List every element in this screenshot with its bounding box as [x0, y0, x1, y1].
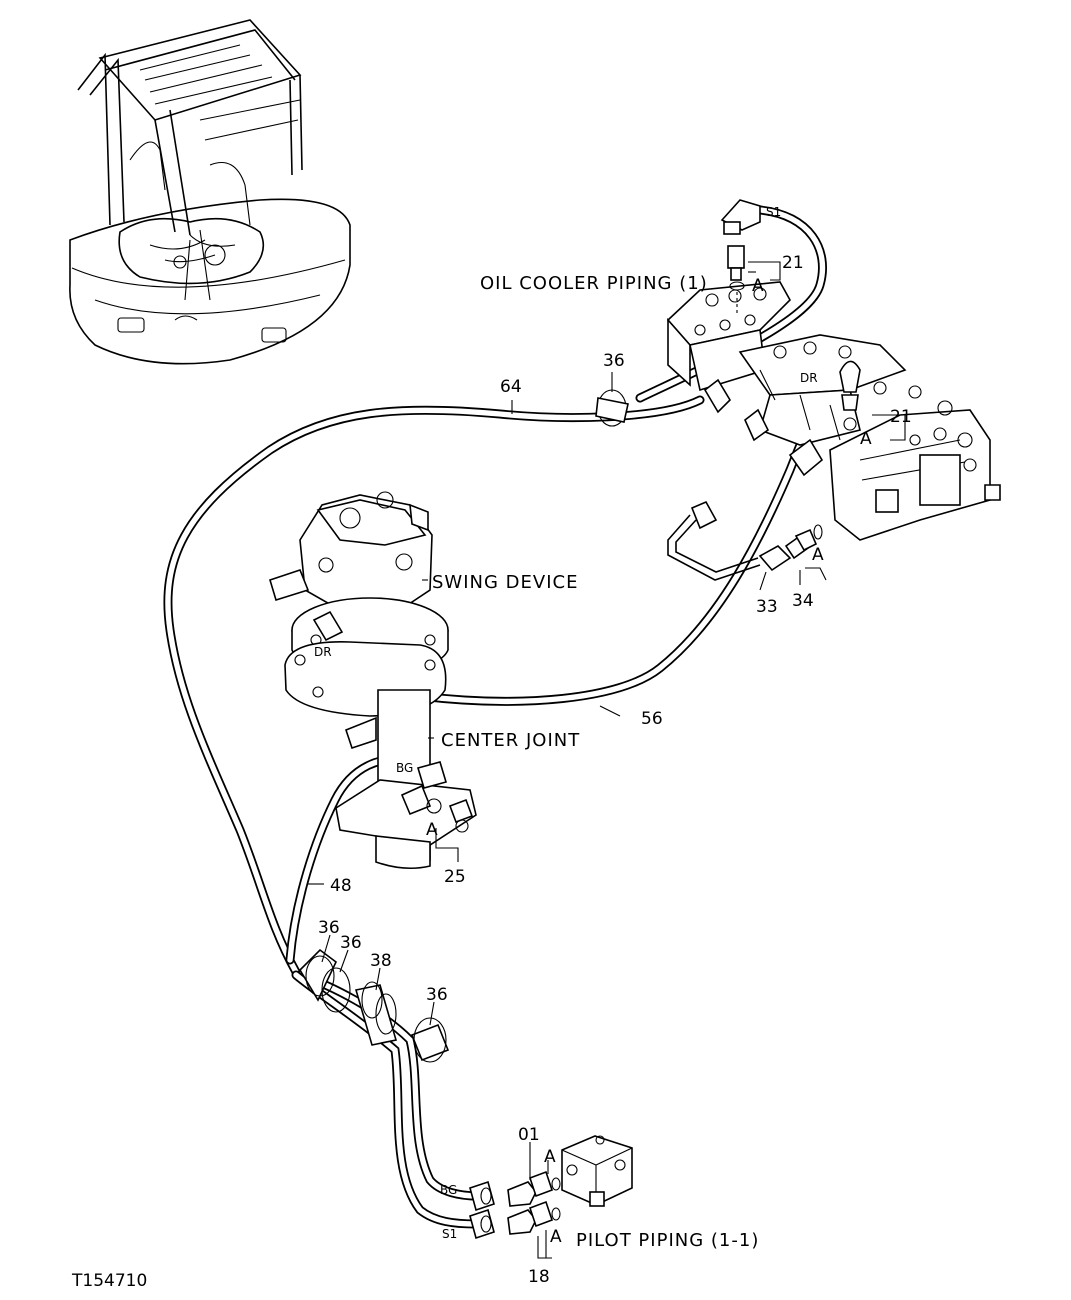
callout-34: 34	[792, 591, 814, 611]
callout-48: 48	[330, 876, 352, 896]
pilot-valve-block	[561, 1135, 633, 1207]
label-center-joint: CENTER JOINT	[441, 730, 580, 751]
callout-36-c: 36	[426, 985, 448, 1005]
port-a-pilot-top: A	[544, 1147, 556, 1167]
center-joint	[335, 689, 477, 870]
callout-18: 18	[528, 1267, 550, 1287]
port-a-center: A	[426, 820, 438, 840]
callout-64: 64	[500, 377, 522, 397]
port-bg-center: BG	[396, 761, 413, 775]
port-dr-swing: DR	[314, 645, 332, 659]
drawing-id: T154710	[71, 1271, 147, 1291]
callout-21-mid: 21	[890, 407, 912, 427]
callout-21-top: 21	[782, 253, 804, 273]
callout-56: 56	[641, 709, 663, 729]
callout-33: 33	[756, 597, 778, 617]
clamp-cluster	[298, 389, 629, 1063]
callout-36-top: 36	[603, 351, 625, 371]
callout-36-a: 36	[318, 918, 340, 938]
port-s1-top: S1	[766, 205, 781, 219]
callout-25: 25	[444, 867, 466, 887]
port-dr-valve: DR	[800, 371, 818, 385]
label-swing-device: SWING DEVICE	[432, 572, 578, 593]
port-bg-pilot: BG	[440, 1183, 457, 1197]
label-pilot-piping: PILOT PIPING (1-1)	[576, 1230, 759, 1251]
callout-36-b: 36	[340, 933, 362, 953]
leader-lines	[308, 261, 906, 1259]
pilot-fittings	[469, 1170, 561, 1240]
excavator-illustration	[69, 19, 351, 365]
callout-01: 01	[518, 1125, 540, 1145]
fitting-21-top	[720, 199, 761, 316]
callout-38: 38	[370, 951, 392, 971]
control-valve	[666, 281, 1001, 541]
label-oil-cooler-piping: OIL COOLER PIPING (1)	[480, 273, 708, 294]
fitting-33-34	[690, 500, 823, 572]
port-s1-pilot: S1	[442, 1227, 457, 1241]
port-a-mid: A	[860, 429, 872, 449]
hose-bundle-bg	[295, 970, 483, 1201]
port-a-top: A	[752, 276, 764, 296]
port-a-right: A	[812, 545, 824, 565]
swing-device	[269, 491, 449, 717]
port-a-pilot-bottom: A	[550, 1227, 562, 1247]
